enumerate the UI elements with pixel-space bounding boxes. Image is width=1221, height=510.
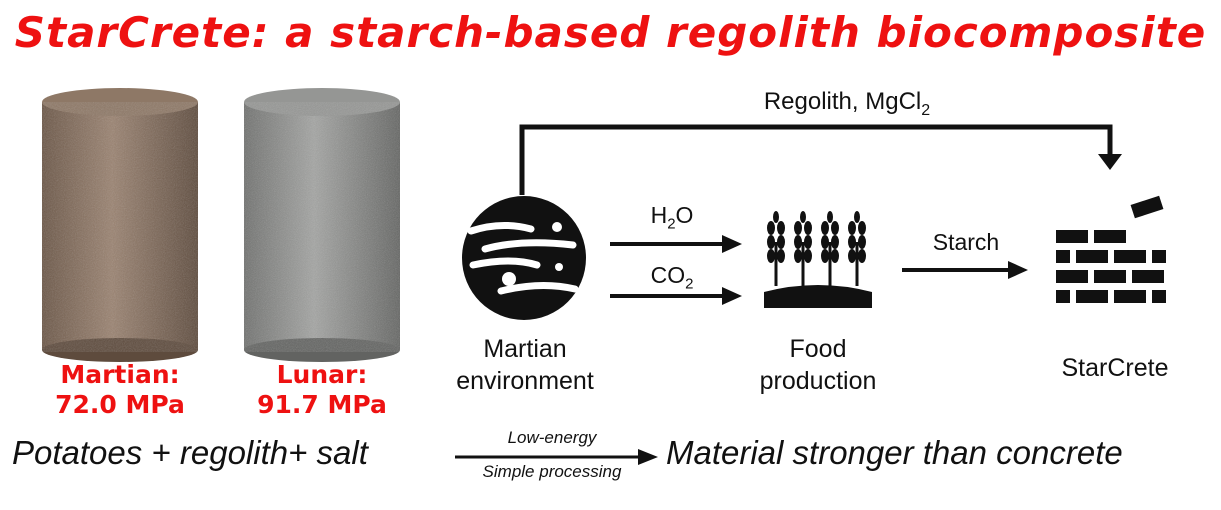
mars-planet-icon [462,196,586,320]
low-energy-label: Low-energy [507,428,597,447]
inputs-summary: Potatoes + regolith+ salt [12,434,368,471]
outcome-summary: Material stronger than concrete [666,434,1123,471]
lunar-sample-label: Lunar: 91.7 MPa [257,360,387,419]
starcrete-label: StarCrete [1061,354,1169,382]
brick-wall-icon [1056,195,1166,303]
martian-sample-label: Martian: 72.0 MPa [55,360,185,419]
simple-processing-label: Simple processing [482,462,622,481]
regolith-label: Regolith, MgCl2 [763,88,931,119]
food-production-label: Food production [759,335,877,395]
martian-sample-cylinder [42,88,198,362]
page-title: StarCrete: a starch-based regolith bioco… [14,8,1207,57]
co2-label: CO2 [650,262,694,293]
h2o-label: H2O [650,202,694,233]
starch-label: Starch [932,229,1000,255]
lunar-sample-cylinder [244,88,400,362]
wheat-crops-icon [764,211,872,308]
martian-environment-label: Martian environment [456,335,594,395]
